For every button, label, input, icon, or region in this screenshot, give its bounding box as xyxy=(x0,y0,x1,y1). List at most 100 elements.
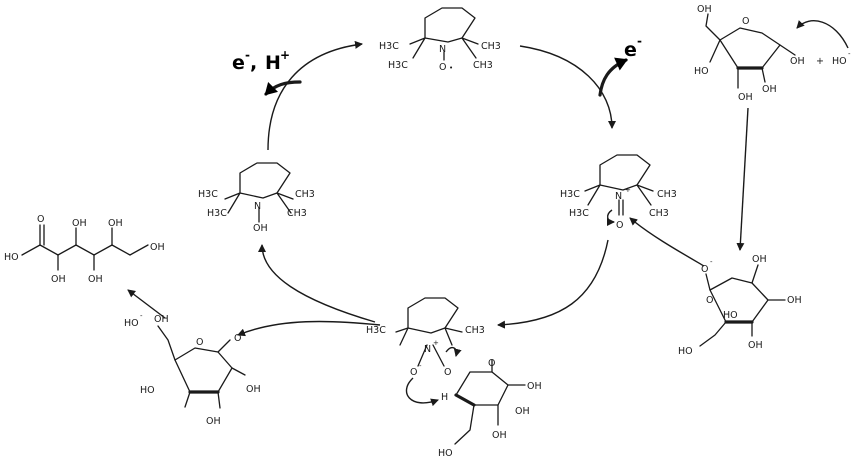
hydroxyl-label: OH xyxy=(787,295,802,306)
hydroxyl-label: OH xyxy=(527,381,542,392)
adduct-sugar-bonds xyxy=(454,359,526,445)
hydroxylamine-substituents xyxy=(224,192,294,223)
lactone-ring xyxy=(174,347,233,393)
tempo-substituents xyxy=(409,37,479,61)
hydroxide-hydrolysis: HO - xyxy=(124,289,166,329)
arrow-to-lactone xyxy=(237,320,381,337)
hydroxide-reagent: + HO - xyxy=(816,50,851,67)
bond-cleavage-arrow xyxy=(445,346,462,357)
methyl-label: CH3 xyxy=(295,189,315,200)
gluconolactone: OH O O HO OH OH xyxy=(140,314,261,427)
electron-label: e - xyxy=(624,34,642,61)
hydroxyl-label: HO xyxy=(678,346,693,357)
hydroxylamine-ring xyxy=(239,162,291,199)
arrow-to-adduct xyxy=(497,239,609,329)
hydroxyl-label: OH xyxy=(51,274,66,285)
negative-charge: - xyxy=(419,362,422,370)
negative-charge: - xyxy=(848,50,851,58)
hydroxyl-label: OH xyxy=(515,406,530,417)
nitrogen-label: N xyxy=(424,344,431,355)
ring-oxygen-label: O xyxy=(488,358,495,369)
plus-sign: + xyxy=(816,56,824,67)
nitrogen-label: N xyxy=(254,201,261,212)
methyl-label: CH3 xyxy=(473,60,493,71)
reoxidation-arrow-left xyxy=(267,40,363,151)
nitrogen-label: N xyxy=(615,191,622,202)
negative-charge: - xyxy=(140,312,143,320)
methyl-label: CH3 xyxy=(649,208,669,219)
proton-symbol: H xyxy=(265,52,281,74)
deprotonation-step-arrow xyxy=(736,107,749,251)
electron-charge: - xyxy=(245,48,250,62)
hydroxyl-label: OH xyxy=(72,218,87,229)
glucoside-anion: O - O OH OH HO OH HO xyxy=(629,217,802,357)
hydroxyl-label: OH xyxy=(150,242,165,253)
gluconic-acid-substituents xyxy=(39,224,113,271)
oxygen-label: O xyxy=(444,367,451,378)
hydroxyl-label: HO xyxy=(723,310,738,321)
glucose: OH O OH HO OH OH xyxy=(694,4,849,103)
methyl-label: CH3 xyxy=(657,189,677,200)
oxoammonium-substituents xyxy=(584,184,654,206)
methyl-label: H3C xyxy=(366,325,386,336)
n-o-double-bond xyxy=(618,199,624,216)
negative-charge: - xyxy=(710,258,713,266)
oxide-label: O xyxy=(701,264,708,275)
methyl-label: H3C xyxy=(388,60,408,71)
glucoside-bonds xyxy=(699,264,786,347)
tempo-ring xyxy=(424,7,476,43)
glucoside-ring xyxy=(709,277,769,323)
release-electron-arrow xyxy=(598,57,628,97)
hydroxyl-label: OH xyxy=(88,274,103,285)
ring-oxygen-label: O xyxy=(706,295,713,306)
hydroxide-attack-arrow xyxy=(796,20,849,49)
hydroxyl-label: OH xyxy=(748,340,763,351)
hydroxyl-label: OH xyxy=(154,314,169,325)
methyl-label: CH3 xyxy=(287,208,307,219)
hydroxyl-label: HO xyxy=(438,448,453,459)
methyl-label: H3C xyxy=(207,208,227,219)
oxidation-arrow-right xyxy=(519,45,616,129)
gluconic-acid: O OH OH HO OH OH OH xyxy=(4,214,165,285)
positive-charge: + xyxy=(625,186,631,194)
hydroxide-label: HO xyxy=(124,318,139,329)
hydroxyl-label: OH xyxy=(790,56,805,67)
hydroxyl-label: OH xyxy=(108,218,123,229)
carbonyl-oxygen-label: O xyxy=(234,333,241,344)
methyl-label: H3C xyxy=(198,189,218,200)
hydroxyl-label: OH xyxy=(762,84,777,95)
oxoammonium-ring xyxy=(599,154,651,191)
separator-comma: , xyxy=(250,52,257,74)
hydroxyl-label: OH xyxy=(253,223,268,234)
tempo-sugar-adduct: H3C CH3 N + O - O H xyxy=(366,297,485,407)
release-electron-proton-arrow xyxy=(264,80,302,96)
catalytic-cycle-arrows xyxy=(237,40,628,337)
adduct-piperidine-ring xyxy=(407,297,459,334)
electron-symbol-right: e xyxy=(624,39,637,61)
hydrolysis-arrow xyxy=(127,289,166,319)
ring-oxygen-label: O xyxy=(196,337,203,348)
methyl-label: H3C xyxy=(560,189,580,200)
hydroxyl-label: OH xyxy=(246,384,261,395)
hydroxide-label: HO xyxy=(832,56,847,67)
electron-symbol: e xyxy=(232,52,245,74)
hydroxyl-label: HO xyxy=(4,252,19,263)
methyl-label: H3C xyxy=(379,41,399,52)
nitrogen-label: N xyxy=(439,44,446,55)
adduct-n-o-bonds xyxy=(417,344,445,367)
proton-charge: + xyxy=(280,48,290,62)
hydroxylamine: H3C H3C CH3 CH3 N OH xyxy=(198,162,315,234)
hydroxyl-label: OH xyxy=(492,430,507,441)
electron-charge-right: - xyxy=(637,34,642,48)
methyl-label: CH3 xyxy=(465,325,485,336)
adduct-substituents xyxy=(395,327,463,346)
hydroxyl-label: OH xyxy=(738,92,753,103)
nucleophilic-attack-arrow xyxy=(629,217,705,267)
hydroxyl-label: OH xyxy=(206,416,221,427)
deprotonation-arrow xyxy=(405,377,439,407)
methyl-label: H3C xyxy=(569,208,589,219)
hydroxyl-label: OH xyxy=(697,4,712,15)
oxide-label: O xyxy=(410,367,417,378)
radical-dot: • xyxy=(449,64,453,72)
